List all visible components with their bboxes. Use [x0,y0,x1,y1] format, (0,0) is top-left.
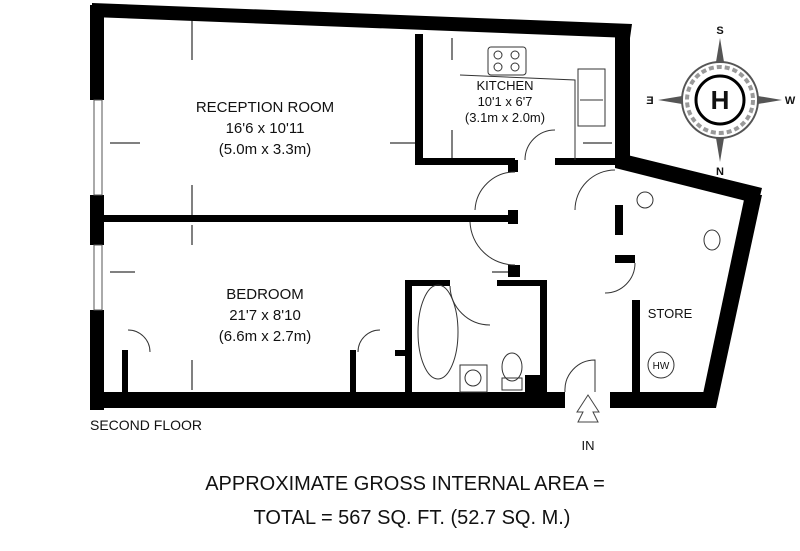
dimension-arrows [110,20,612,390]
kitchen-hob [459,46,576,160]
kitchen-imperial: 10'1 x 6'7 [478,94,533,109]
area-line-2: TOTAL = 567 SQ. FT. (52.7 SQ. M.) [254,507,571,529]
compass-north: N [716,166,724,178]
outer-walls [90,3,762,410]
bathroom-basin [459,364,488,393]
compass-east: E [646,95,653,107]
compass-center: H [711,85,730,115]
entrance-label: IN [582,438,595,453]
bedroom-metric: (6.6m x 2.7m) [219,328,312,345]
bedroom-imperial: 21'7 x 8'10 [229,307,301,324]
hot-water-cylinder-icon [647,351,675,379]
wc-basin [636,191,721,251]
kitchen-metric: (3.1m x 2.0m) [465,110,545,125]
store-label: STORE [648,306,693,321]
area-line-1: APPROXIMATE GROSS INTERNAL AREA = [205,473,605,495]
bedroom-name: BEDROOM [226,286,304,303]
interior-walls [104,34,640,392]
reception-room-imperial: 16'6 x 10'11 [226,120,305,137]
hot-water-label: HW [653,361,670,372]
doors [127,129,636,393]
compass-rose-icon: H S N E W [646,25,795,178]
toilet [501,352,523,391]
windows [93,99,103,311]
bathtub [417,284,459,380]
floor-label: SECOND FLOOR [90,417,202,433]
entrance-arrow-icon [576,394,600,423]
reception-room-name: RECEPTION ROOM [196,99,334,116]
reception-room-metric: (5.0m x 3.3m) [219,141,312,158]
kitchen-sink [577,68,606,127]
kitchen-name: KITCHEN [476,78,533,93]
compass-west: W [784,95,795,107]
compass-south: S [716,25,723,37]
